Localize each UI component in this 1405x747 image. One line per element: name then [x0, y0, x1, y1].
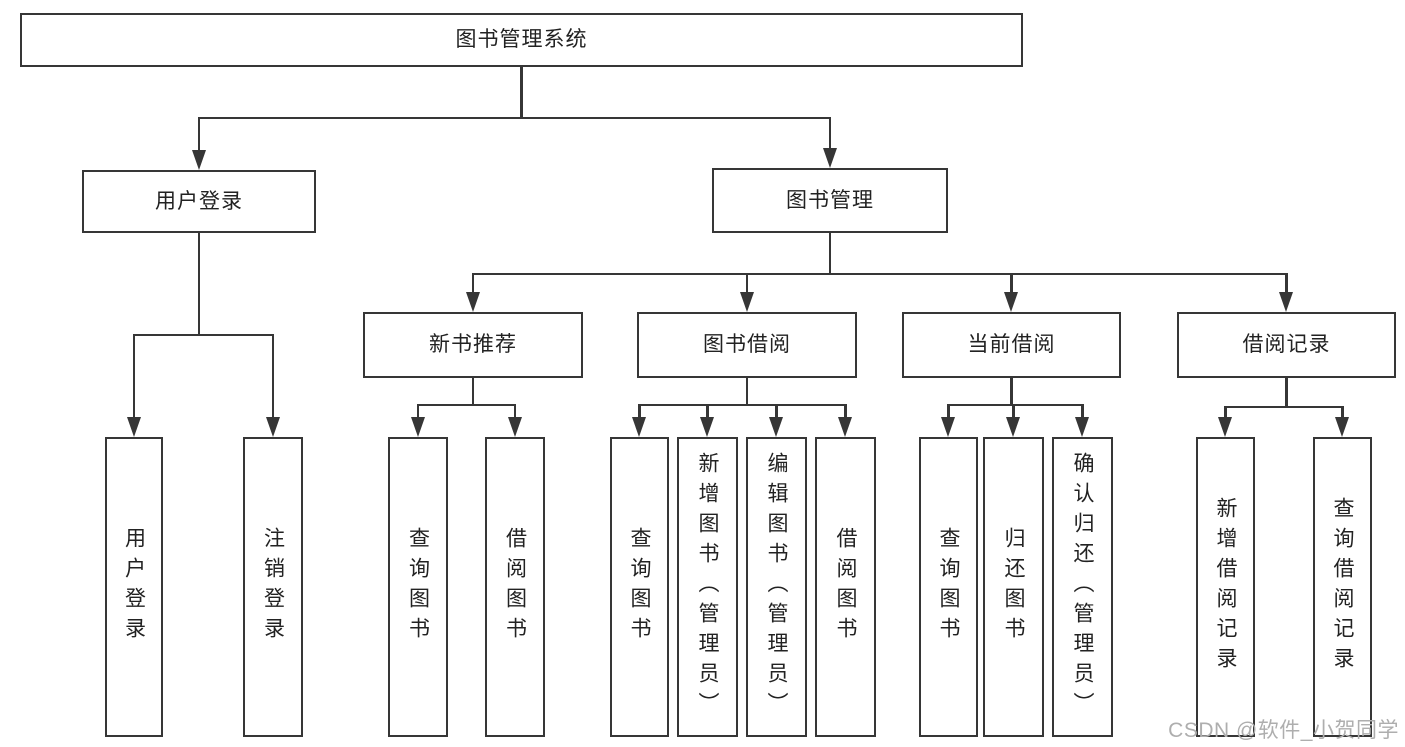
- node-label: 查询图书: [937, 527, 960, 647]
- node-leaf-add-record: 新增借阅记录: [1196, 437, 1255, 737]
- connector-arrowhead: [941, 417, 955, 437]
- connector-segment: [947, 405, 950, 421]
- node-leaf-query-book-1: 查询图书: [388, 437, 448, 737]
- connector-arrowhead: [822, 148, 837, 168]
- node-label: 借阅记录: [1242, 333, 1331, 357]
- node-label: 借阅图书: [834, 527, 857, 647]
- node-leaf-query-book-2: 查询图书: [610, 437, 669, 737]
- connector-segment: [1012, 405, 1015, 421]
- node-label: 新增借阅记录: [1214, 497, 1237, 677]
- connector-arrowhead: [838, 417, 852, 437]
- node-label: 图书管理系统: [455, 28, 588, 52]
- connector-arrowhead: [465, 292, 480, 312]
- node-label: 注销登录: [261, 527, 285, 647]
- node-leaf-logout: 注销登录: [243, 437, 303, 737]
- connector-arrowhead: [632, 417, 646, 437]
- connector-segment: [416, 403, 517, 407]
- node-label: 编辑图书（管理员）: [765, 452, 788, 722]
- connector-segment: [828, 118, 832, 152]
- node-new-book-rec: 新书推荐: [363, 312, 583, 378]
- connector-arrowhead: [191, 150, 206, 170]
- node-leaf-borrow-book-1: 借阅图书: [485, 437, 545, 737]
- connector-segment: [197, 116, 832, 120]
- node-label: 归还图书: [1002, 527, 1025, 647]
- connector-segment: [197, 118, 201, 154]
- connector-segment: [1010, 378, 1013, 407]
- node-label: 用户登录: [155, 189, 243, 213]
- connector-segment: [706, 405, 709, 421]
- connector-segment: [1285, 378, 1288, 409]
- csdn-watermark: CSDN @软件_小贺同学: [1168, 719, 1399, 742]
- node-label: 查询借阅记录: [1331, 497, 1354, 677]
- connector-arrowhead: [507, 417, 522, 437]
- connector-segment: [638, 405, 641, 421]
- node-label: 查询图书: [628, 527, 651, 647]
- connector-arrowhead: [265, 417, 280, 437]
- connector-segment: [132, 333, 275, 337]
- connector-segment: [1010, 274, 1013, 296]
- node-label: 图书借阅: [703, 333, 791, 357]
- node-book-mgmt: 图书管理: [712, 168, 948, 233]
- node-root: 图书管理系统: [20, 13, 1023, 67]
- connector-segment: [844, 405, 847, 421]
- connector-segment: [1081, 405, 1084, 421]
- connector-segment: [1341, 407, 1344, 421]
- connector-segment: [471, 274, 475, 296]
- connector-arrowhead: [1004, 292, 1018, 312]
- node-leaf-user-login: 用户登录: [105, 437, 163, 737]
- connector-segment: [520, 67, 523, 120]
- node-leaf-edit-book: 编辑图书（管理员）: [746, 437, 807, 737]
- node-leaf-query-book-3: 查询图书: [919, 437, 978, 737]
- connector-arrowhead: [1218, 417, 1232, 437]
- connector-arrowhead: [1335, 417, 1349, 437]
- node-label: 确认归还（管理员）: [1071, 452, 1094, 722]
- connector-segment: [132, 335, 136, 421]
- node-user-login: 用户登录: [82, 170, 316, 233]
- connector-arrowhead: [1006, 417, 1020, 437]
- connector-segment: [1224, 405, 1344, 409]
- connector-segment: [471, 272, 1288, 276]
- connector-segment: [1285, 274, 1288, 296]
- connector-arrowhead: [1279, 292, 1293, 312]
- node-book-borrow: 图书借阅: [637, 312, 857, 378]
- connector-arrowhead: [1075, 417, 1089, 437]
- node-current-borrow: 当前借阅: [902, 312, 1121, 378]
- connector-segment: [947, 403, 1084, 407]
- node-leaf-borrow-book-2: 借阅图书: [815, 437, 876, 737]
- node-leaf-add-book: 新增图书（管理员）: [677, 437, 738, 737]
- connector-segment: [1224, 407, 1227, 421]
- connector-segment: [828, 233, 832, 276]
- connector-arrowhead: [700, 417, 714, 437]
- connector-segment: [471, 378, 475, 407]
- connector-segment: [271, 335, 275, 421]
- node-label: 查询图书: [406, 527, 430, 647]
- node-borrow-records: 借阅记录: [1177, 312, 1396, 378]
- connector-segment: [416, 405, 420, 421]
- connector-segment: [745, 274, 749, 296]
- connector-segment: [638, 403, 847, 407]
- node-leaf-query-record: 查询借阅记录: [1313, 437, 1372, 737]
- node-label: 当前借阅: [967, 333, 1056, 357]
- connector-arrowhead: [410, 417, 425, 437]
- node-label: 用户登录: [122, 527, 146, 647]
- node-label: 新增图书（管理员）: [696, 452, 719, 722]
- connector-arrowhead: [769, 417, 783, 437]
- connector-segment: [775, 405, 778, 421]
- connector-arrowhead: [739, 292, 754, 312]
- connector-arrowhead: [126, 417, 141, 437]
- connector-segment: [513, 405, 517, 421]
- connector-segment: [197, 233, 201, 337]
- node-leaf-confirm-return: 确认归还（管理员）: [1052, 437, 1113, 737]
- connector-segment: [745, 378, 749, 407]
- node-label: 图书管理: [786, 188, 874, 212]
- node-leaf-return-book: 归还图书: [983, 437, 1044, 737]
- node-label: 新书推荐: [429, 333, 517, 357]
- node-label: 借阅图书: [503, 527, 527, 647]
